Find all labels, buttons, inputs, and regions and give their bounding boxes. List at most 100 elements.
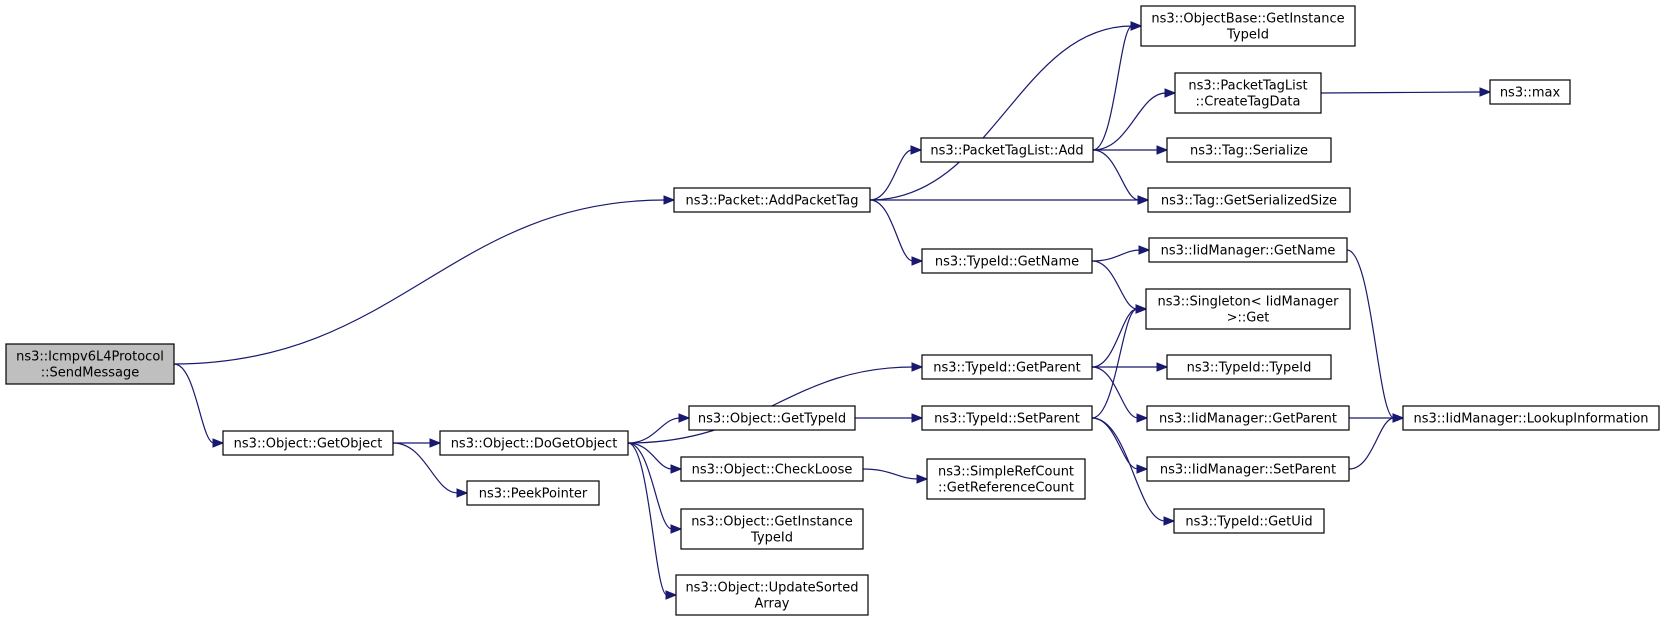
node-box[interactable] [222, 430, 394, 456]
edge-tidgetname-to-iidgetname [1091, 245, 1151, 262]
node-box[interactable] [1148, 237, 1348, 263]
node-ns3-object-getobject[interactable]: ns3::Object::GetObject [222, 430, 394, 456]
node-box[interactable] [1166, 137, 1332, 163]
node-box[interactable] [673, 187, 871, 213]
node-ns3-iidmanager-getname[interactable]: ns3::IidManager::GetName [1148, 237, 1348, 263]
node-ns3-object-gettypeid[interactable]: ns3::Object::GetTypeId [688, 405, 856, 431]
node-ns3-typeid-getname[interactable]: ns3::TypeId::GetName [921, 248, 1093, 274]
edge-tidsetparent-to-iidsetparent [1091, 417, 1149, 474]
node-label: ns3::Object::DoGetObject [451, 437, 618, 452]
node-label: ::SendMessage [41, 366, 139, 381]
node-ns3-object-dogetobject[interactable]: ns3::Object::DoGetObject [439, 430, 629, 456]
arrowhead-icon [1164, 88, 1177, 98]
edge-line [627, 366, 914, 444]
edge-line [1091, 417, 1139, 470]
node-ns3-max[interactable]: ns3::max [1489, 79, 1571, 105]
node-label: ns3::Object::GetObject [234, 437, 383, 452]
edge-line [1092, 25, 1133, 151]
node-label: ns3::ObjectBase::GetInstance [1151, 12, 1344, 27]
node-box[interactable] [680, 456, 864, 482]
node-box[interactable] [1147, 187, 1351, 213]
node-ns3-packettaglist-add[interactable]: ns3::PacketTagList::Add [920, 137, 1094, 163]
arrowhead-icon [665, 590, 678, 600]
edge-dogetobject-to-objgettid [627, 413, 691, 444]
edge-line [1348, 417, 1395, 470]
edge-iidsetparent-to-lookup [1348, 413, 1405, 470]
edge-getobject-to-dogetobject [393, 438, 442, 448]
edge-line [627, 442, 673, 470]
node-box[interactable] [1146, 405, 1350, 431]
edge-dogetobject-to-tidgetparent [627, 362, 924, 444]
node-box[interactable] [680, 508, 864, 550]
node-ns3-icmpv6l4protocol-sendmessage[interactable]: ns3::Icmpv6L4Protocol::SendMessage [5, 343, 175, 385]
arrowhead-icon [670, 464, 683, 474]
node-label: ns3::PacketTagList [1188, 79, 1307, 94]
arrowhead-icon [670, 524, 683, 534]
edge-dogetobject-to-checkloose [627, 442, 683, 474]
node-ns3-peekpointer[interactable]: ns3::PeekPointer [466, 480, 600, 506]
node-box[interactable] [926, 458, 1086, 500]
node-box[interactable] [675, 574, 869, 616]
node-box[interactable] [688, 405, 856, 431]
edge-tidgetparent-to-iidgetparent [1091, 366, 1149, 423]
node-box[interactable] [439, 430, 629, 456]
node-ns3-singleton-iidmanager-get[interactable]: ns3::Singleton< IidManager>::Get [1145, 288, 1351, 330]
node-ns3-typeid-setparent[interactable]: ns3::TypeId::SetParent [921, 405, 1093, 431]
node-ns3-packet-addpackettag[interactable]: ns3::Packet::AddPacketTag [673, 187, 871, 213]
edge-objgettid-to-tidsetparent [855, 413, 924, 423]
node-box[interactable] [1174, 72, 1322, 114]
edge-taglistadd-to-createtag [1092, 88, 1177, 151]
arrowhead-icon [1156, 362, 1169, 372]
edge-line [1091, 308, 1138, 419]
edge-line [869, 149, 913, 201]
node-box[interactable] [1140, 5, 1356, 47]
node-box[interactable] [921, 248, 1093, 274]
node-ns3-tag-serialize[interactable]: ns3::Tag::Serialize [1166, 137, 1332, 163]
nodes-layer: ns3::Icmpv6L4Protocol::SendMessagens3::P… [5, 5, 1660, 616]
node-box[interactable] [1489, 79, 1571, 105]
node-ns3-typeid-typeid[interactable]: ns3::TypeId::TypeId [1166, 354, 1332, 380]
node-label: ns3::Singleton< IidManager [1157, 295, 1339, 310]
edge-tidsetparent-to-singleton [1091, 304, 1148, 419]
edge-line [1091, 308, 1138, 368]
edge-line [1346, 249, 1395, 419]
node-box[interactable] [466, 480, 600, 506]
node-ns3-object-checkloose[interactable]: ns3::Object::CheckLoose [680, 456, 864, 482]
edge-tidgetparent-to-tidtypeid [1092, 362, 1169, 372]
node-box[interactable] [921, 405, 1093, 431]
node-label: ns3::TypeId::SetParent [934, 412, 1080, 427]
node-ns3-iidmanager-getparent[interactable]: ns3::IidManager::GetParent [1146, 405, 1350, 431]
edge-dogetobject-to-objgetinst [627, 442, 683, 534]
node-box[interactable] [5, 343, 175, 385]
node-ns3-tag-getserializedsize[interactable]: ns3::Tag::GetSerializedSize [1147, 187, 1351, 213]
node-box[interactable] [1146, 456, 1350, 482]
arrowhead-icon [910, 145, 923, 155]
node-ns3-iidmanager-lookupinformation[interactable]: ns3::IidManager::LookupInformation [1402, 405, 1660, 431]
edge-line [869, 25, 1133, 201]
node-box[interactable] [1166, 354, 1332, 380]
node-label: >::Get [1227, 311, 1270, 326]
arrowhead-icon [1135, 304, 1148, 314]
node-box[interactable] [1145, 288, 1351, 330]
node-ns3-typeid-getparent[interactable]: ns3::TypeId::GetParent [921, 354, 1093, 380]
edge-line [1092, 92, 1167, 151]
node-ns3-packettaglist-createtagdata[interactable]: ns3::PacketTagList::CreateTagData [1174, 72, 1322, 114]
edge-taglistadd-to-obgetinst [1092, 21, 1143, 151]
arrowhead-icon [456, 488, 469, 498]
node-ns3-simplerefcount-getreferencecount[interactable]: ns3::SimpleRefCount::GetReferenceCount [926, 458, 1086, 500]
node-box[interactable] [921, 354, 1093, 380]
node-ns3-typeid-getuid[interactable]: ns3::TypeId::GetUid [1173, 508, 1325, 534]
node-box[interactable] [1402, 405, 1660, 431]
arrowhead-icon [678, 413, 691, 423]
node-label: ns3::PacketTagList::Add [930, 144, 1083, 159]
edge-addtag-to-obgetinst [869, 21, 1143, 201]
node-label: ns3::Packet::AddPacketTag [685, 194, 858, 209]
node-box[interactable] [920, 137, 1094, 163]
edges-layer [173, 21, 1492, 600]
node-box[interactable] [1173, 508, 1325, 534]
node-ns3-iidmanager-setparent[interactable]: ns3::IidManager::SetParent [1146, 456, 1350, 482]
